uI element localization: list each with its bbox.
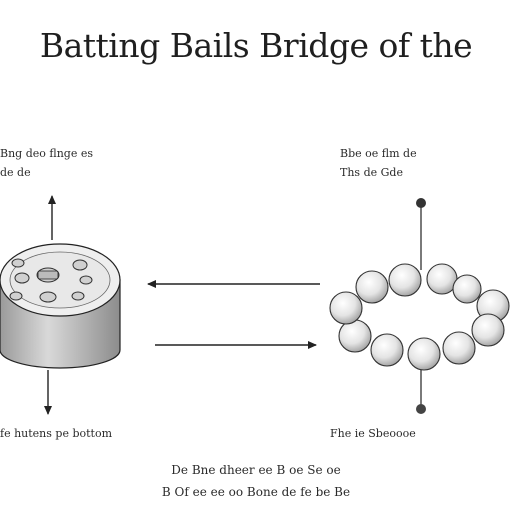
round-device	[0, 243, 121, 369]
left-top-label-2: de de	[0, 166, 31, 179]
caption-line-2: B Of ee ee oo Bone de fe be Be	[161, 485, 351, 499]
right-bottom-label: Fhe ie Sbeoooe	[330, 427, 416, 440]
bead-bracelet	[329, 263, 510, 371]
left-top-label-1: Bng deo flnge es	[0, 147, 94, 160]
right-top-label-1: Bbe oe flm de	[340, 147, 417, 160]
caption-line-1: De Bne dheer ee B oe Se oe	[171, 463, 341, 477]
bracelet-top-pin	[416, 198, 426, 270]
diagram-title: Batting Bails Bridge of the	[39, 26, 473, 65]
left-bottom-label: fe hutens pe bottom	[0, 427, 113, 440]
right-top-label-2: Ths de Gde	[340, 166, 403, 179]
